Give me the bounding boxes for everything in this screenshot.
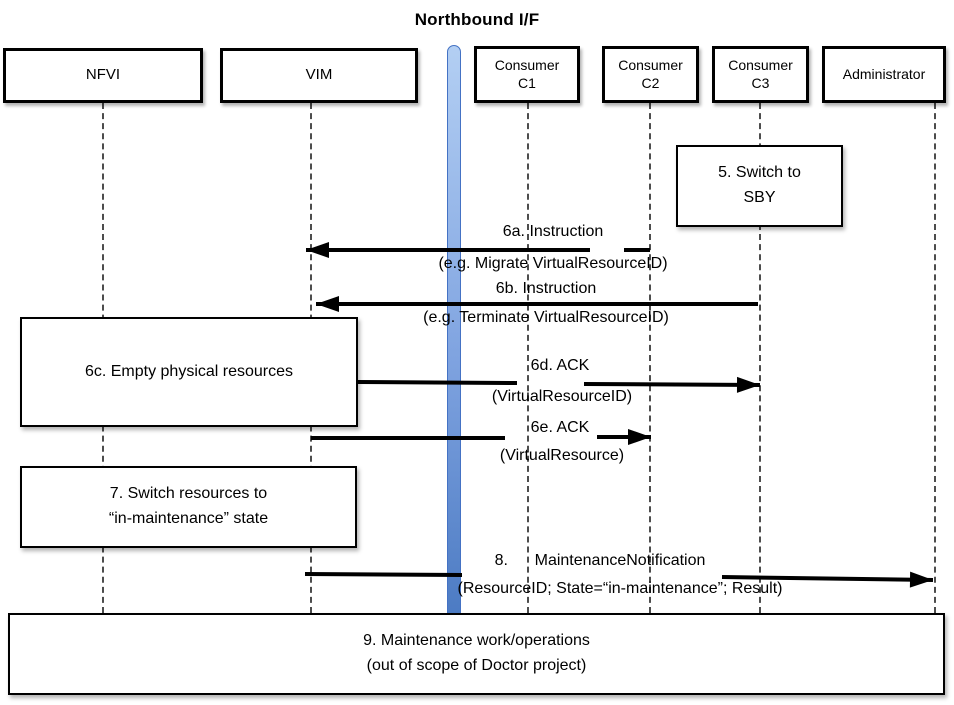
actor-box-consumer-c2: Consumer C2 [602, 46, 699, 103]
message-6b-label: 6b. Instruction [495, 280, 597, 297]
northbound-interface-bar [447, 45, 461, 616]
activity-box-line2: “in-maintenance” state [108, 510, 269, 527]
actor-label: NFVI [85, 66, 121, 84]
actor-label-line2: C1 [518, 74, 536, 91]
message-8-params: (ResourceID; State=“in-maintenance”; Res… [457, 580, 783, 597]
message-6e-label: 6e. ACK [530, 419, 590, 436]
actor-box-consumer-c1: Consumer C1 [474, 46, 580, 103]
lifeline-consumer-c1 [527, 103, 529, 613]
activity-box-line1: 5. Switch to [718, 164, 801, 182]
activity-box-9-maintenance-work: 9. Maintenance work/operations (out of s… [8, 613, 945, 695]
lifeline-consumer-c2 [649, 103, 651, 613]
activity-box-label: 6c. Empty physical resources [84, 362, 294, 380]
arrow-6d-ack [357, 376, 761, 393]
actor-label-line1: Consumer [618, 57, 683, 73]
actor-box-administrator: Administrator [822, 46, 946, 103]
message-6d-params: (VirtualResourceID) [491, 388, 633, 405]
lifeline-administrator [934, 103, 936, 613]
activity-box-7-switch-resources: 7. Switch resources to “in-maintenance” … [20, 466, 357, 548]
activity-box-5-switch-to-sby: 5. Switch to SBY [676, 145, 843, 227]
diagram-title: Northbound I/F [414, 10, 540, 29]
actor-label-line2: C2 [641, 74, 660, 91]
actor-box-vim: VIM [220, 48, 418, 103]
actor-label-line1: Consumer [728, 57, 793, 73]
message-8-label: 8. MaintenanceNotification [494, 552, 706, 569]
activity-box-line2: (out of scope of Doctor project) [366, 657, 587, 674]
actor-label-line2: C3 [751, 74, 770, 91]
message-6a-label: 6a. Instruction [502, 223, 604, 240]
actor-label: VIM [305, 66, 333, 84]
actor-label-line1: Consumer [494, 57, 560, 73]
message-6e-params: (VirtualResource) [499, 447, 625, 464]
activity-box-line1: 9. Maintenance work/operations [363, 632, 590, 650]
activity-box-6c-empty-physical-resources: 6c. Empty physical resources [20, 317, 358, 427]
message-6b-params: (e.g. Terminate VirtualResourceID) [423, 309, 669, 326]
lifeline-consumer-c3 [759, 103, 761, 613]
activity-box-line2: SBY [743, 189, 776, 206]
message-6d-label: 6d. ACK [530, 357, 590, 374]
actor-label: Administrator [842, 65, 926, 82]
message-6a-params: (e.g. Migrate VirtualResourceID) [438, 255, 668, 272]
actor-box-consumer-c3: Consumer C3 [712, 46, 809, 103]
activity-box-line1: 7. Switch resources to [109, 485, 268, 503]
actor-box-nfvi: NFVI [3, 48, 203, 103]
